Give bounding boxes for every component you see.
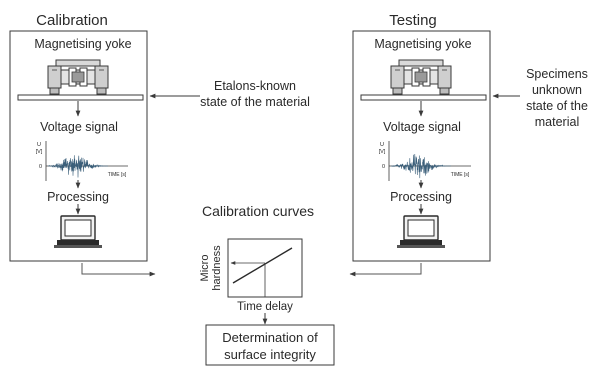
testing-plot-y-zero: 0 xyxy=(382,164,385,170)
magnetising-yoke-icon xyxy=(47,59,109,95)
testing-processing-label: Processing xyxy=(390,190,452,204)
calibration-plot-x-label: TIME [s] xyxy=(108,172,127,178)
testing-note-line-2: unknown xyxy=(532,83,582,97)
result-line-1: Determination of xyxy=(222,330,318,345)
calibration-sample-plate xyxy=(17,94,144,101)
testing-note-line-3: state of the xyxy=(526,99,588,113)
testing-plot-y-unit-1: U xyxy=(380,142,384,148)
testing-title: Testing xyxy=(389,12,437,29)
calibration-frame xyxy=(9,30,148,262)
testing-yoke-label: Magnetising yoke xyxy=(374,37,471,51)
calibration-curve-line xyxy=(232,247,293,284)
curves-title: Calibration curves xyxy=(202,203,314,219)
calibration-note-line-1: Etalons-known xyxy=(214,79,296,93)
testing-computer-icon xyxy=(396,215,446,249)
magnetising-yoke-icon xyxy=(390,59,452,95)
calibration-panel: Calibration Magnetising yoke Voltage sig… xyxy=(9,12,148,262)
calibration-note-line-2: state of the material xyxy=(200,95,310,109)
testing-note-line-1: Specimens xyxy=(526,67,588,81)
calibration-processing-label: Processing xyxy=(47,190,109,204)
testing-plot-y-unit-2: [V] xyxy=(379,149,386,155)
testing-plot-x-label: TIME [s] xyxy=(451,172,470,178)
curve-x-axis-label: Time delay xyxy=(237,301,293,313)
calibration-plot-y-zero: 0 xyxy=(39,164,42,170)
result-line-2: surface integrity xyxy=(224,347,316,362)
testing-signal-plot: U [V] 0 TIME [s] xyxy=(379,141,471,181)
result-box xyxy=(205,324,335,366)
testing-frame xyxy=(352,30,491,262)
testing-signal-trace xyxy=(391,153,452,179)
calibration-plot-y-unit-1: U xyxy=(37,142,41,148)
curve-y-axis-line-1: Micro xyxy=(199,255,211,282)
testing-signal-label: Voltage signal xyxy=(383,120,461,134)
testing-note-line-4: material xyxy=(535,115,579,129)
calibration-to-curves-connector xyxy=(81,263,156,277)
testing-panel: Testing Magnetising yoke Voltage signal … xyxy=(352,12,491,262)
calibration-yoke-label: Magnetising yoke xyxy=(34,37,131,51)
testing-to-curves-connector xyxy=(349,263,422,277)
calibration-curve-plot: Micro hardness Time delay xyxy=(199,238,303,313)
calibration-plot-y-unit-2: [V] xyxy=(36,149,43,155)
curve-y-axis-line-2: hardness xyxy=(211,245,223,291)
calibration-title: Calibration xyxy=(36,12,108,29)
calibration-signal-plot: U [V] 0 TIME [s] xyxy=(36,141,128,181)
calibration-signal-label: Voltage signal xyxy=(40,120,118,134)
calibration-signal-trace xyxy=(47,155,108,178)
calibration-computer-icon xyxy=(53,215,103,249)
testing-sample-plate xyxy=(360,94,487,101)
